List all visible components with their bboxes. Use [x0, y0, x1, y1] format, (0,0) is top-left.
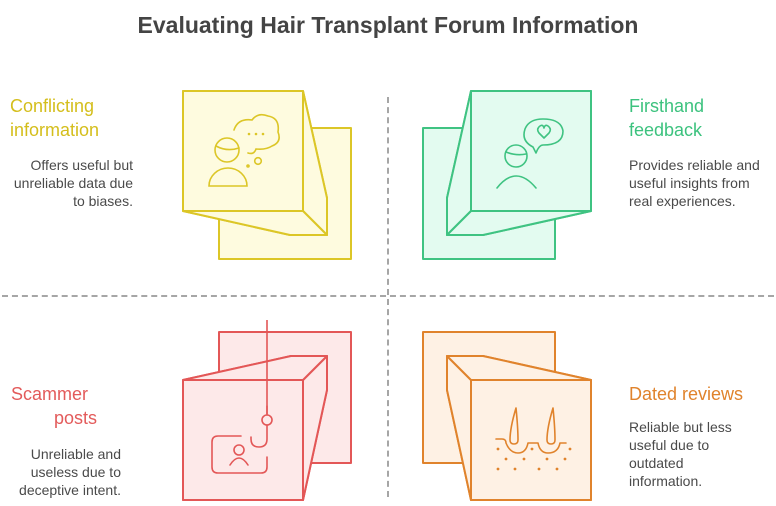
diagram-title: Evaluating Hair Transplant Forum Informa… — [137, 12, 639, 38]
dated-reviews-cube — [422, 331, 592, 501]
dated-reviews-title: Dated reviews — [629, 382, 774, 406]
description-line: Provides reliable and — [629, 157, 760, 173]
title-line: information — [10, 120, 100, 140]
title-line: Scammer — [11, 384, 89, 404]
title-line: Dated reviews — [629, 384, 744, 404]
phishing-hook-profile-icon — [211, 320, 273, 474]
description-line: Reliable but less — [629, 419, 732, 435]
firsthand-feedback-description: Provides reliable and useful insights fr… — [629, 156, 774, 210]
description-line: information. — [629, 473, 703, 489]
scammer-posts-description: Unreliable and useless due to deceptive … — [0, 445, 121, 499]
description-line: outdated — [629, 455, 684, 471]
scammer-posts-title: Scammer posts — [0, 382, 97, 430]
dated-reviews-description: Reliable but less useful due to outdated… — [629, 418, 774, 490]
description-line: useless due to — [30, 464, 121, 480]
vertical-divider — [387, 97, 389, 497]
description-line: deceptive intent. — [19, 482, 121, 498]
description-line: useful due to — [629, 437, 710, 453]
firsthand-feedback-title: Firsthand feedback — [629, 94, 769, 142]
title-line: feedback — [629, 120, 703, 140]
description-line: Offers useful but — [30, 157, 133, 173]
scammer-posts-cube — [182, 320, 352, 501]
description-line: Unreliable and — [30, 446, 121, 462]
title-line: Firsthand — [629, 96, 705, 116]
conflicting-information-cube — [182, 90, 352, 260]
description-line: real experiences. — [629, 193, 736, 209]
description-line: unreliable data due — [13, 175, 133, 191]
person-heart-speech-bubble-icon — [496, 118, 564, 189]
conflicting-information-title: Conflicting information — [10, 94, 110, 142]
firsthand-feedback-cube — [422, 90, 592, 260]
description-line: useful insights from — [629, 175, 750, 191]
title-line: Conflicting — [10, 96, 95, 116]
horizontal-divider — [2, 295, 774, 297]
hair-follicle-icon — [495, 407, 567, 454]
person-thinking-bubble-icon — [208, 113, 280, 187]
title-line: posts — [53, 408, 97, 428]
conflicting-information-description: Offers useful but unreliable data due to… — [0, 156, 133, 210]
description-line: to biases. — [73, 193, 133, 209]
